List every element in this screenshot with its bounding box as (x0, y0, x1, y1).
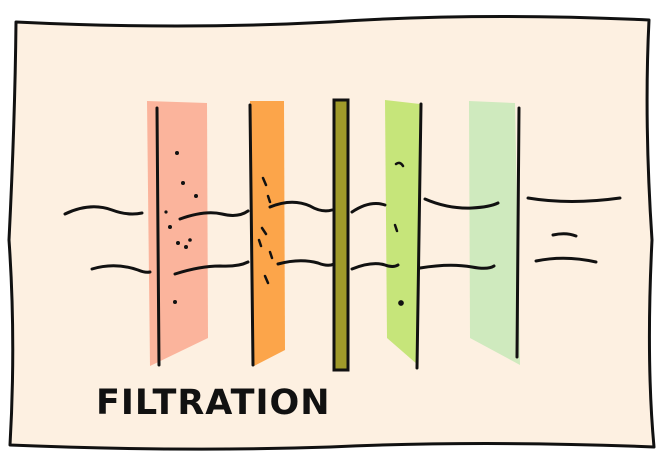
membrane-filter (332, 98, 350, 372)
fine-filter (385, 100, 423, 370)
coarse-filter (147, 101, 208, 367)
lower-flow-line (90, 232, 598, 276)
upper-flow-line (63, 196, 622, 221)
diagram-title: FILTRATION (96, 383, 331, 423)
medium-filter (248, 101, 285, 367)
ultra-fine-filter (469, 101, 521, 365)
